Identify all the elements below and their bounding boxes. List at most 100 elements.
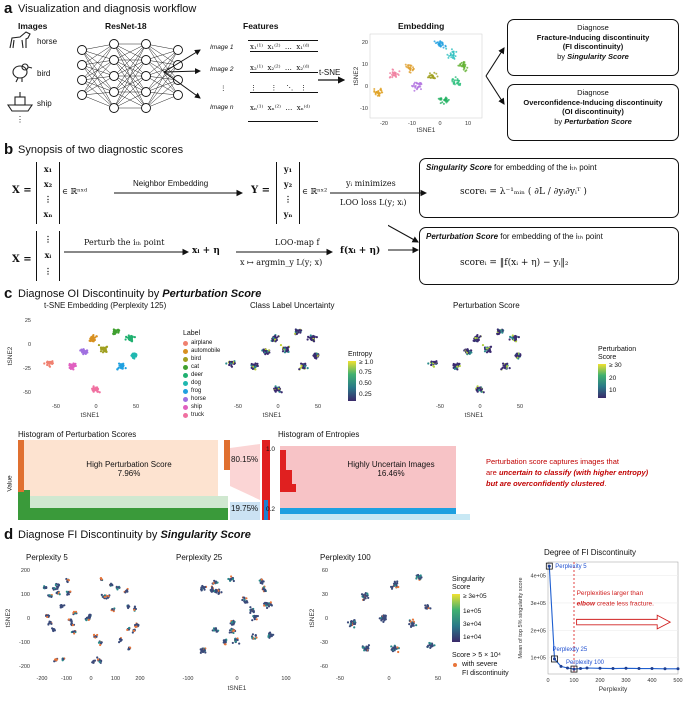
score-arrows — [388, 224, 420, 254]
emb-point — [440, 97, 443, 100]
c1-point — [91, 338, 95, 341]
d3-point — [420, 576, 423, 579]
c2-point — [230, 365, 234, 368]
d1-point — [126, 628, 129, 632]
d3-point — [390, 648, 393, 651]
d1-point — [97, 641, 101, 644]
y-dim: ∈ ℝⁿˣ² — [302, 187, 328, 196]
label-legend-swatch — [183, 396, 188, 402]
emb-point — [458, 64, 461, 67]
c3-point — [458, 364, 461, 368]
d2-point — [204, 651, 207, 654]
c3-point — [508, 367, 511, 370]
c3-point — [485, 347, 488, 350]
label-legend-text: truck — [191, 412, 205, 418]
d1-point — [118, 641, 121, 644]
emb-point — [459, 82, 462, 85]
c1-point — [48, 360, 52, 363]
score-legend-dot — [453, 663, 457, 667]
d1-point — [98, 660, 101, 663]
d1-point — [133, 608, 136, 611]
d1-point — [70, 619, 73, 622]
emb-point — [442, 102, 445, 105]
emb-point — [452, 54, 455, 57]
x-row-n: xₙ — [43, 209, 53, 219]
bird-icon — [12, 63, 33, 83]
loo-arrow — [330, 189, 428, 197]
emb-point — [441, 43, 444, 46]
label-legend-swatch — [183, 348, 188, 354]
emb-ytick: 0 — [365, 84, 368, 90]
d1-point — [47, 614, 51, 617]
fracture-note-elbow: elbow — [577, 601, 596, 608]
fi-diag-l3: (FI discontinuity) — [562, 42, 624, 51]
c-plot2-title: Class Label Uncertainty — [250, 301, 335, 310]
label-legend-text: deer — [191, 372, 204, 378]
label-legend-text: cat — [191, 364, 200, 370]
d3-point — [367, 644, 371, 647]
d1-point — [132, 629, 135, 632]
d2-point — [214, 627, 218, 630]
d2-point — [231, 641, 234, 645]
d2-point — [272, 633, 275, 636]
d1-frame — [32, 564, 150, 672]
d1-point — [67, 618, 71, 621]
c3-point — [512, 338, 515, 342]
d2-point — [201, 647, 204, 650]
hist2-box-label: Highly Uncertain Images — [347, 460, 435, 469]
nn-node — [141, 103, 151, 113]
c3-point — [514, 338, 517, 342]
d2-point — [253, 618, 256, 621]
emb-point — [448, 55, 451, 58]
label-legend-item: automobile — [183, 347, 220, 355]
d1-xtick: 100 — [111, 676, 120, 682]
emb-point — [377, 92, 380, 95]
note-line3a: but are overconfidently clustered — [486, 479, 605, 488]
d2-point — [245, 597, 248, 600]
c1-point — [92, 385, 95, 388]
entropy-tick-2: 0.50 — [359, 380, 372, 387]
d2-point — [262, 587, 265, 590]
emb-point — [444, 96, 447, 99]
emb-point — [404, 63, 407, 66]
c1-point — [130, 338, 133, 342]
degree-point — [553, 657, 556, 661]
emb-point — [417, 82, 420, 85]
d1-point — [51, 587, 55, 590]
nn-node — [173, 45, 183, 55]
emb-point — [420, 83, 423, 86]
feature-row-n: xₙ⁽¹⁾ xₙ⁽²⁾ … xₙ⁽ᵈ⁾ — [250, 104, 311, 112]
d3-point — [365, 647, 368, 650]
emb-ylabel: tSNE2 — [353, 66, 360, 85]
x2-matrix-label: X = — [12, 254, 32, 265]
c1-point — [133, 336, 136, 339]
neural-network-diagram — [77, 39, 183, 113]
xi-plus-eta: xᵢ + η — [192, 246, 220, 256]
c1-point — [74, 362, 77, 365]
label-legend-text: ship — [191, 404, 203, 410]
emb-point — [379, 88, 382, 91]
emb-point — [442, 46, 445, 49]
c2-point — [230, 360, 234, 363]
hist2-ytick-1: 1.0 — [266, 446, 276, 453]
c-plot3-title: Perturbation Score — [453, 301, 520, 310]
d2-point — [234, 640, 237, 643]
degree-ytick: 4e+05 — [531, 574, 546, 580]
entropy-colorbar — [348, 361, 356, 401]
pert-colorbar — [598, 364, 606, 398]
c3-point — [482, 391, 485, 394]
d1-point — [58, 593, 61, 596]
d1-point — [119, 638, 123, 642]
d2-point — [230, 628, 233, 631]
d3-ytick: 60 — [322, 568, 328, 574]
c3-point — [427, 362, 430, 365]
c3-point — [481, 343, 485, 347]
d2-point — [199, 648, 202, 651]
d3-point — [366, 592, 369, 595]
c3-point — [506, 362, 509, 365]
nn-node — [173, 60, 183, 70]
degree-point — [559, 664, 563, 668]
emb-point — [434, 42, 437, 45]
emb-point — [439, 45, 442, 48]
d2-point — [262, 580, 265, 583]
